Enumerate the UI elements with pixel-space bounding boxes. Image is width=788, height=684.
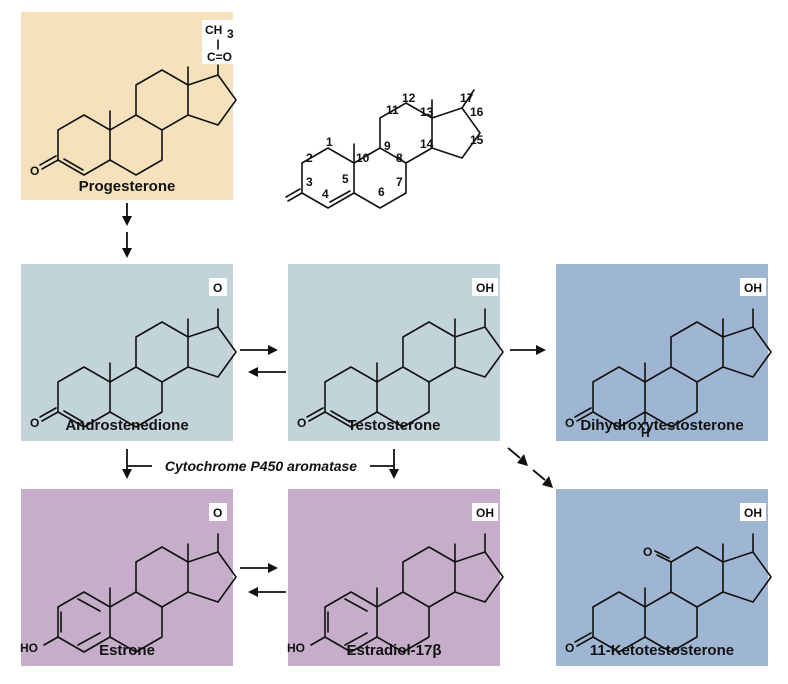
arrow-testosterone-to-dihydroxytestosterone [510, 345, 546, 355]
svg-text:O: O [643, 545, 652, 559]
arrow-estradiol-to-estrone [248, 587, 286, 597]
svg-text:O: O [565, 416, 574, 430]
ketotestosterone-label: 11-Ketotestosterone [590, 642, 734, 659]
estrone-label: Estrone [99, 642, 155, 659]
svg-text:5: 5 [342, 172, 349, 186]
testosterone-box [288, 264, 500, 441]
svg-text:O: O [30, 164, 39, 178]
testosterone-label: Testosterone [347, 417, 440, 434]
svg-text:HO: HO [20, 641, 38, 655]
dihydroxytestosterone-label: Dihydroxytestosterone [580, 417, 743, 434]
svg-text:3: 3 [306, 175, 313, 189]
androstenedione-box [21, 264, 233, 441]
svg-text:15: 15 [470, 133, 484, 147]
enzyme-label: Cytochrome P450 aromatase [165, 458, 357, 474]
svg-text:4: 4 [322, 187, 329, 201]
svg-text:OH: OH [744, 506, 762, 520]
androstenedione-label: Androstenedione [65, 417, 188, 434]
svg-text:2: 2 [306, 151, 313, 165]
aromatase-arrows [122, 449, 399, 479]
ketotestosterone-structure: O OH O [565, 503, 772, 655]
testosterone-structure: OH O [297, 278, 504, 430]
svg-text:H: H [641, 426, 650, 440]
arrow-progesterone-to-androstenedione [122, 203, 132, 258]
arrow-testosterone-to-ketotestosterone [507, 447, 553, 488]
estradiol-box [288, 489, 500, 666]
svg-text:O: O [297, 416, 306, 430]
svg-text:9: 9 [384, 139, 391, 153]
svg-text:11: 11 [386, 103, 399, 117]
estrone-structure: O HO [20, 503, 237, 655]
svg-text:8: 8 [396, 151, 403, 165]
arrow-estrone-to-estradiol [240, 563, 278, 573]
svg-text:O: O [213, 281, 222, 295]
svg-text:17: 17 [460, 91, 474, 105]
progesterone-structure: CH 3 C=O O [30, 20, 242, 178]
dihydroxytestosterone-structure: H OH O [565, 278, 772, 440]
arrow-testosterone-to-androstenedione [248, 367, 286, 377]
svg-text:C=O: C=O [207, 50, 232, 64]
svg-text:O: O [213, 506, 222, 520]
svg-text:16: 16 [470, 105, 484, 119]
svg-text:HO: HO [287, 641, 305, 655]
dihydroxytestosterone-box [556, 264, 768, 441]
svg-text:OH: OH [476, 506, 494, 520]
ketotestosterone-box [556, 489, 768, 666]
svg-text:7: 7 [396, 175, 403, 189]
numbered-steroid-skeleton: 1 2 3 4 5 6 7 8 9 10 11 12 13 14 15 16 1… [285, 89, 484, 209]
svg-text:10: 10 [356, 151, 370, 165]
svg-text:13: 13 [420, 105, 434, 119]
svg-text:CH: CH [205, 23, 222, 37]
svg-text:12: 12 [402, 91, 416, 105]
svg-text:1: 1 [326, 135, 333, 149]
estradiol-structure: OH HO [287, 503, 504, 655]
progesterone-label: Progesterone [79, 178, 176, 195]
svg-text:6: 6 [378, 185, 385, 199]
arrow-androstenedione-to-testosterone [240, 345, 278, 355]
svg-text:3: 3 [227, 27, 234, 41]
svg-text:14: 14 [420, 137, 434, 151]
progesterone-box [21, 12, 233, 200]
svg-text:O: O [565, 641, 574, 655]
estradiol-label: Estradiol-17β [346, 642, 441, 659]
estrone-box [21, 489, 233, 666]
svg-text:O: O [30, 416, 39, 430]
svg-text:OH: OH [744, 281, 762, 295]
svg-text:OH: OH [476, 281, 494, 295]
androstenedione-structure: O O [30, 278, 237, 430]
